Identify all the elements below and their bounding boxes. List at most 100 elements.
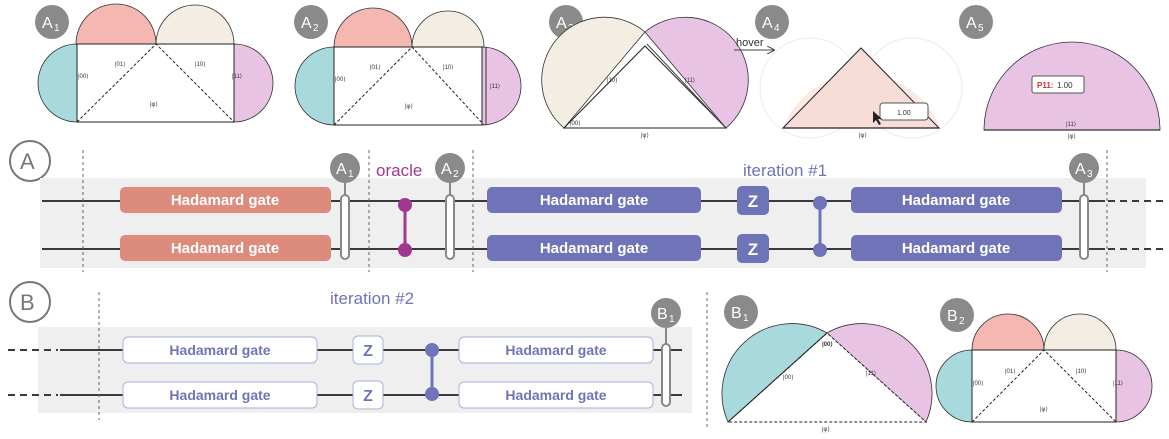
- ket-00: |00⟩: [335, 76, 346, 83]
- ket-00: |00⟩: [783, 374, 794, 381]
- svg-text:P11:: P11:: [1037, 81, 1053, 90]
- hover-label: hover: [736, 37, 764, 49]
- ket-phi: |φ⟩: [1040, 406, 1048, 413]
- svg-text:A: A: [762, 15, 773, 32]
- svg-text:B: B: [731, 305, 742, 322]
- svg-text:Z: Z: [363, 343, 373, 360]
- svg-text:Z: Z: [363, 388, 373, 405]
- iteration-2-label: iteration #2: [330, 289, 414, 308]
- probability-tooltip: P11: 1.00: [1031, 75, 1085, 94]
- z-gate[interactable]: Z: [737, 234, 769, 263]
- probe-a2[interactable]: A 2: [435, 153, 465, 260]
- svg-text:1.00: 1.00: [897, 110, 911, 117]
- semicircle-11: [481, 46, 522, 126]
- svg-text:A: A: [336, 161, 347, 178]
- semicircle-10: [155, 4, 235, 45]
- section-b-badge: B: [9, 281, 51, 323]
- panel-b1: B 1 |00⟩ |00⟩ |11⟩ |φ⟩: [721, 295, 933, 433]
- svg-text:Z: Z: [748, 192, 758, 211]
- ket-01: |01⟩: [1005, 368, 1016, 375]
- badge-a1: A 1: [35, 5, 69, 39]
- svg-text:1: 1: [669, 314, 675, 325]
- hadamard-gate[interactable]: Hadamard gate: [458, 336, 654, 364]
- hadamard-gate[interactable]: Hadamard gate: [851, 187, 1062, 213]
- amplitude-box: [76, 43, 235, 123]
- svg-text:4: 4: [774, 23, 780, 34]
- semicircle-00: [935, 349, 973, 423]
- svg-text:Hadamard gate: Hadamard gate: [902, 240, 1010, 257]
- oracle-cz-gate[interactable]: [398, 198, 412, 257]
- semicircle-11: [1115, 349, 1153, 423]
- semicircle-01: [333, 7, 413, 48]
- hadamard-gate[interactable]: Hadamard gate: [122, 336, 318, 364]
- oracle-label: oracle: [376, 161, 422, 180]
- cz-gate[interactable]: [425, 343, 439, 401]
- ket-11: |11⟩: [685, 77, 695, 84]
- hadamard-gate[interactable]: Hadamard gate: [122, 381, 318, 409]
- svg-text:2: 2: [453, 169, 459, 180]
- svg-text:Hadamard gate: Hadamard gate: [902, 192, 1010, 209]
- badge-a2: A 2: [294, 5, 328, 39]
- ket-phi: |φ⟩: [859, 132, 867, 139]
- ket-01: |01⟩: [370, 64, 381, 71]
- semicircle-11: [644, 16, 749, 129]
- probe-a3[interactable]: A 3: [1069, 153, 1099, 260]
- semicircle-00: [721, 323, 828, 423]
- svg-text:2: 2: [959, 316, 965, 327]
- svg-text:A: A: [301, 15, 312, 32]
- svg-text:1: 1: [743, 313, 749, 324]
- svg-text:Z: Z: [748, 240, 758, 259]
- panel-a5: A 5 P11: 1.00 |11⟩ |φ⟩: [959, 5, 1161, 140]
- svg-text:A: A: [966, 15, 977, 32]
- semicircle-10: [411, 10, 485, 48]
- hadamard-gate[interactable]: Hadamard gate: [458, 381, 654, 409]
- semicircle-00: [37, 43, 78, 123]
- ket-phi: |φ⟩: [150, 101, 158, 108]
- ket-10: |10⟩: [1076, 368, 1087, 375]
- ket-11: |11⟩: [1113, 380, 1123, 387]
- badge-a4: A 4: [755, 5, 789, 39]
- hadamard-gate[interactable]: Hadamard gate: [851, 235, 1062, 261]
- svg-text:Hadamard gate: Hadamard gate: [171, 192, 279, 209]
- z-gate[interactable]: Z: [352, 380, 384, 410]
- amplitude-box: [971, 349, 1117, 423]
- ket-phi: |φ⟩: [822, 426, 830, 433]
- ket-00: |00⟩: [973, 380, 984, 387]
- svg-text:5: 5: [978, 23, 984, 34]
- ket-phi: |φ⟩: [1068, 133, 1076, 140]
- cz-gate[interactable]: [813, 196, 827, 257]
- svg-text:1: 1: [54, 23, 60, 34]
- hadamard-gate[interactable]: Hadamard gate: [120, 187, 331, 213]
- svg-text:Hadamard gate: Hadamard gate: [169, 342, 270, 358]
- probe-a1[interactable]: A 1: [330, 153, 360, 260]
- ket-11: |11⟩: [232, 73, 242, 80]
- z-gate[interactable]: Z: [352, 335, 384, 365]
- ket-00: |00⟩: [570, 120, 581, 127]
- hadamard-gate[interactable]: Hadamard gate: [487, 235, 701, 261]
- svg-text:A: A: [20, 149, 35, 174]
- svg-text:1.00: 1.00: [1057, 81, 1073, 90]
- svg-text:B: B: [947, 308, 958, 325]
- semicircle-11: [233, 43, 274, 123]
- ket-11: |11⟩: [866, 370, 876, 377]
- svg-text:Hadamard gate: Hadamard gate: [505, 342, 606, 358]
- svg-text:Hadamard gate: Hadamard gate: [169, 387, 270, 403]
- hadamard-gate[interactable]: Hadamard gate: [487, 187, 701, 213]
- z-gate[interactable]: Z: [737, 186, 769, 215]
- svg-text:Hadamard gate: Hadamard gate: [171, 240, 279, 257]
- svg-text:2: 2: [313, 23, 319, 34]
- circuit-a: A Hadamard gate Hadamard gate A 1 oracle: [9, 140, 1165, 272]
- ket-phi: |φ⟩: [405, 103, 413, 110]
- probe-b1[interactable]: B 1: [651, 298, 681, 407]
- amplitude-box: [333, 46, 483, 126]
- panel-a4: A 4 hover |φ⟩ 1.00: [734, 5, 963, 139]
- svg-text:A: A: [42, 15, 53, 32]
- svg-text:3: 3: [1087, 169, 1093, 180]
- section-a-badge: A: [9, 140, 51, 182]
- svg-text:B: B: [20, 290, 35, 315]
- ket-11: |11⟩: [490, 83, 500, 90]
- semicircle-10: [1043, 313, 1117, 351]
- semicircle-11: [826, 323, 933, 423]
- hadamard-gate[interactable]: Hadamard gate: [120, 235, 331, 261]
